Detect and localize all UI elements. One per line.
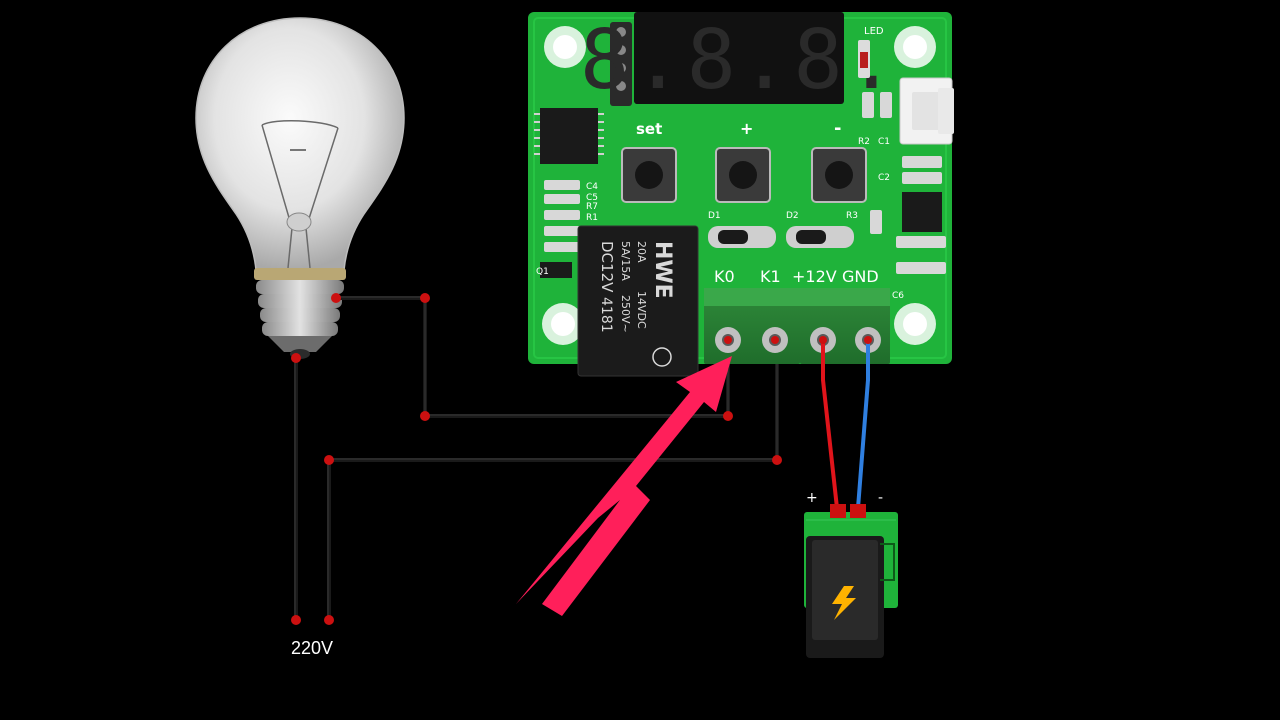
power-minus-label: - — [878, 490, 883, 506]
bulb-base — [256, 280, 344, 359]
header-pins — [610, 22, 632, 106]
led-indicator — [858, 40, 870, 78]
transistor-q1 — [540, 262, 572, 278]
relay-rating-1: 20A — [635, 241, 648, 263]
wire-nodes — [291, 293, 872, 625]
terminal-label-k1: K1 — [760, 267, 781, 286]
label-r1: R1 — [586, 213, 598, 223]
plus-label: + — [740, 119, 753, 138]
label-r3: R3 — [846, 211, 858, 221]
label-c4: C4 — [586, 182, 598, 192]
mounting-hole — [894, 303, 936, 345]
set-button[interactable] — [621, 147, 677, 203]
mounting-hole — [894, 26, 936, 68]
label-d1: D1 — [708, 211, 721, 221]
label-r2: R2 — [858, 137, 870, 147]
label-r7: R7 — [586, 202, 598, 212]
power-wires — [821, 340, 870, 509]
mains-voltage-label: 220V — [291, 638, 333, 658]
smd-components — [544, 92, 946, 274]
minus-button[interactable] — [811, 147, 867, 203]
minus-label: - — [834, 118, 841, 139]
relay-code: 4181 — [598, 297, 614, 333]
thermostat-board: 8.8.8. LED set + — [528, 12, 954, 364]
terminal-label-k0: K0 — [714, 267, 735, 286]
regulator-chip — [902, 192, 942, 232]
relay-brand: HWE — [650, 241, 675, 299]
lightning-bolt-icon — [832, 586, 856, 620]
mounting-hole — [544, 26, 586, 68]
cqc-mark-icon — [652, 347, 672, 367]
led-label: LED — [864, 26, 884, 37]
set-label: set — [636, 120, 662, 138]
relay-rating-3: 5A/15A — [619, 241, 632, 281]
relay-model: DC12V — [598, 241, 616, 293]
light-bulb-icon — [195, 17, 405, 359]
label-q1: Q1 — [536, 267, 549, 277]
label-c5: C5 — [586, 193, 598, 203]
screw-terminal-relay — [704, 288, 800, 364]
label-c2: C2 — [878, 173, 890, 183]
power-plus-label: + — [806, 490, 818, 506]
relay: HWE 20A 14VDC DC12V 5A/15A 250V~ 4181 — [577, 225, 699, 377]
label-d2: D2 — [786, 211, 799, 221]
relay-rating-2: 14VDC — [635, 291, 648, 329]
label-c1: C1 — [878, 137, 890, 147]
diode-d1 — [708, 226, 776, 248]
power-jack — [804, 504, 898, 658]
plus-button[interactable] — [715, 147, 771, 203]
pointer-arrow — [516, 356, 732, 616]
ic-chip — [534, 108, 604, 164]
probe-connector — [899, 77, 954, 145]
mounting-hole — [542, 303, 584, 345]
terminal-label-12v: +12V — [792, 267, 837, 286]
label-c6: C6 — [892, 291, 904, 301]
terminal-label-gnd: GND — [842, 267, 879, 286]
relay-rating-4: 250V~ — [619, 295, 632, 333]
diode-d2 — [786, 226, 854, 248]
screw-terminal-power — [800, 288, 890, 364]
seven-segment-display: 8.8.8. — [580, 12, 900, 108]
display-digits: 8.8.8. — [580, 13, 900, 108]
